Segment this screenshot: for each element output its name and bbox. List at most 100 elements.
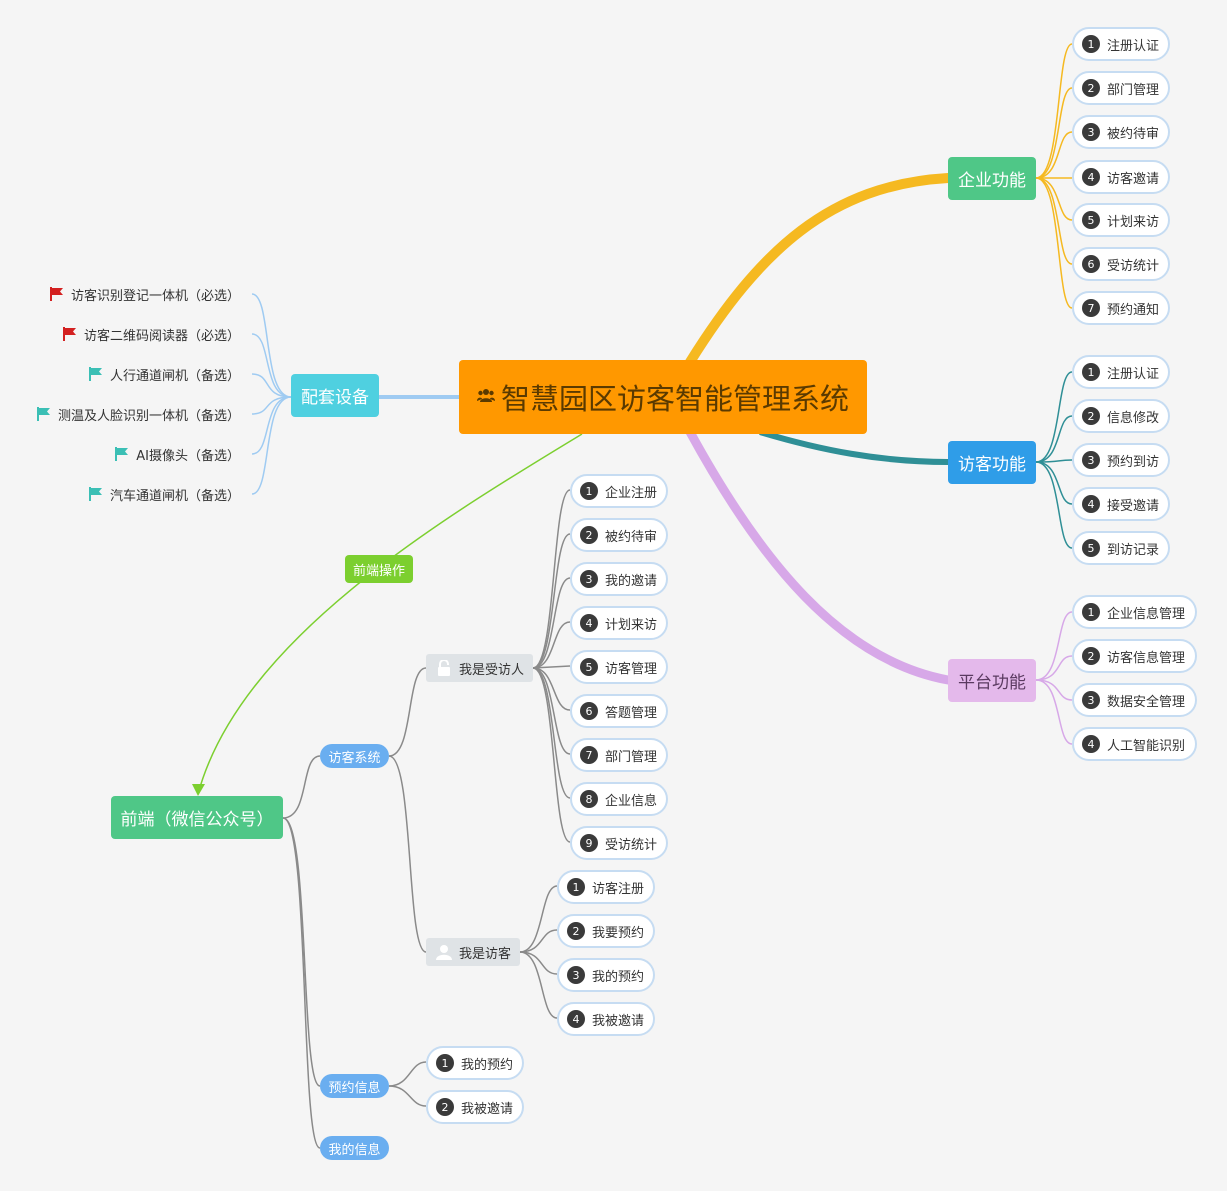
leaf-label: 企业信息管理 (1107, 606, 1186, 622)
leaf-label: 注册认证 (1107, 366, 1160, 382)
number-badge: 3 (1082, 691, 1100, 709)
guest-role-node[interactable]: 我是访客 (426, 938, 520, 966)
device-label: 访客二维码阅读器（必选） (83, 328, 240, 344)
root-topic[interactable]: 智慧园区访客智能管理系统 (459, 360, 867, 434)
device-label: 测温及人脸识别一体机（备选） (57, 408, 240, 424)
leaf-label: 被约待审 (605, 529, 658, 545)
device-item-4[interactable]: 测温及人脸识别一体机（备选） (36, 404, 240, 424)
leaf-label: 预约通知 (1107, 302, 1160, 318)
red-flag-icon (62, 327, 76, 341)
device-label: 访客识别登记一体机（必选） (70, 288, 240, 304)
number-badge: 5 (1082, 539, 1100, 557)
leaf-label: 访客管理 (605, 661, 658, 677)
device-item-2[interactable]: 访客二维码阅读器（必选） (62, 324, 240, 344)
number-badge: 2 (1082, 647, 1100, 665)
device-item-3[interactable]: 人行通道闸机（备选） (88, 364, 240, 384)
number-badge: 1 (1082, 35, 1100, 53)
leaf-label: 我的预约 (592, 969, 645, 985)
number-badge: 8 (580, 790, 598, 808)
leaf-platform-1[interactable]: 1 企业信息管理 (1072, 595, 1197, 629)
number-badge: 3 (567, 966, 585, 984)
device-item-1[interactable]: 访客识别登记一体机（必选） (49, 284, 240, 304)
people-icon (476, 387, 495, 408)
leaf-guest-3[interactable]: 3 我的预约 (557, 958, 655, 992)
arrow-head (192, 784, 205, 796)
device-label: AI摄像头（备选） (136, 448, 240, 464)
leaf-host-1[interactable]: 1 企业注册 (570, 474, 668, 508)
number-badge: 4 (567, 1010, 585, 1028)
leaf-host-8[interactable]: 8 企业信息 (570, 782, 668, 816)
number-badge: 4 (1082, 168, 1100, 186)
edges-visitor (1035, 371, 1073, 549)
leaf-visitor-1[interactable]: 1 注册认证 (1072, 355, 1170, 389)
branch-frontend[interactable]: 前端（微信公众号） (111, 796, 283, 839)
leaf-enterprise-1[interactable]: 1 注册认证 (1072, 27, 1170, 61)
number-badge: 2 (1082, 407, 1100, 425)
branch-enterprise[interactable]: 企业功能 (948, 157, 1036, 200)
number-badge: 3 (1082, 451, 1100, 469)
booking-info-tag[interactable]: 预约信息 (320, 1074, 389, 1098)
person-icon (435, 943, 453, 961)
leaf-label: 部门管理 (1107, 82, 1160, 98)
leaf-label: 预约到访 (1107, 454, 1160, 470)
number-badge: 5 (580, 658, 598, 676)
number-badge: 6 (580, 702, 598, 720)
branch-visitor[interactable]: 访客功能 (948, 441, 1036, 484)
teal-flag-icon (36, 407, 50, 421)
branch-platform[interactable]: 平台功能 (948, 659, 1036, 702)
leaf-label: 注册认证 (1107, 38, 1160, 54)
my-info-tag[interactable]: 我的信息 (320, 1136, 389, 1160)
edges-enterprise (1035, 43, 1073, 309)
leaf-label: 信息修改 (1107, 410, 1160, 426)
device-item-6[interactable]: 汽车通道闸机（备选） (88, 484, 240, 504)
leaf-label: 企业信息 (605, 793, 658, 809)
number-badge: 1 (1082, 363, 1100, 381)
leaf-label: 企业注册 (605, 485, 658, 501)
host-role-node[interactable]: 我是受访人 (426, 654, 533, 682)
number-badge: 2 (580, 526, 598, 544)
device-item-5[interactable]: AI摄像头（备选） (115, 444, 240, 464)
number-badge: 9 (580, 834, 598, 852)
leaf-host-2[interactable]: 2 被约待审 (570, 518, 668, 552)
visitor-system-tag[interactable]: 访客系统 (320, 744, 389, 768)
teal-flag-icon (88, 367, 102, 381)
branch-devices[interactable]: 配套设备 (291, 374, 379, 417)
device-label: 汽车通道闸机（备选） (109, 488, 240, 504)
host-role-label: 我是受访人 (458, 662, 524, 678)
leaf-label: 计划来访 (605, 617, 658, 633)
number-badge: 1 (580, 482, 598, 500)
root-title: 智慧园区访客智能管理系统 (500, 382, 849, 416)
frontend-operation-label[interactable]: 前端操作 (345, 555, 413, 583)
number-badge: 1 (1082, 603, 1100, 621)
leaf-label: 我的预约 (461, 1057, 514, 1073)
leaf-label: 我的邀请 (605, 573, 658, 589)
leaf-label: 人工智能识别 (1107, 738, 1186, 754)
red-flag-icon (49, 287, 63, 301)
edge-root-platform (685, 427, 953, 685)
leaf-host-5[interactable]: 5 访客管理 (570, 650, 668, 684)
leaf-visitor-2[interactable]: 2 信息修改 (1072, 399, 1170, 433)
leaf-visitor-3[interactable]: 3 预约到访 (1072, 443, 1170, 477)
